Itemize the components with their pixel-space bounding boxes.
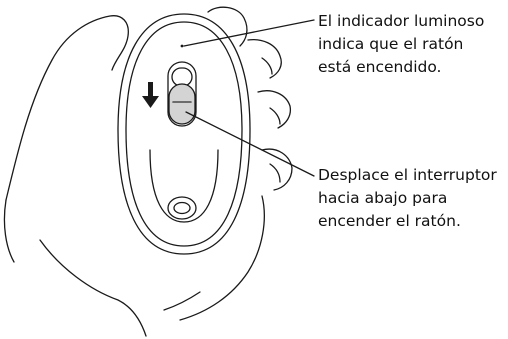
- leader-line-indicator: [183, 19, 315, 47]
- callout-switch-line-1: Desplace el interruptor: [318, 166, 497, 184]
- callout-indicator-line-1: El indicador luminoso: [318, 12, 485, 30]
- callout-switch-line-2: hacia abajo para: [318, 189, 448, 207]
- hand: [3, 6, 293, 337]
- callout-indicator-line-3: está encendido.: [318, 58, 442, 76]
- mouse-body: [117, 13, 251, 255]
- leader-line-switch: [185, 111, 315, 177]
- callout-indicator: El indicador luminoso indica que el rató…: [318, 10, 484, 79]
- power-switch[interactable]: [167, 61, 197, 127]
- callout-switch: Desplace el interruptor hacia abajo para…: [318, 164, 497, 233]
- callout-switch-line-3: encender el ratón.: [318, 212, 461, 230]
- indicator-light: [180, 44, 184, 48]
- optical-sensor: [167, 196, 197, 220]
- arrow-down-icon: [142, 82, 159, 108]
- callout-indicator-line-2: indica que el ratón: [318, 35, 464, 53]
